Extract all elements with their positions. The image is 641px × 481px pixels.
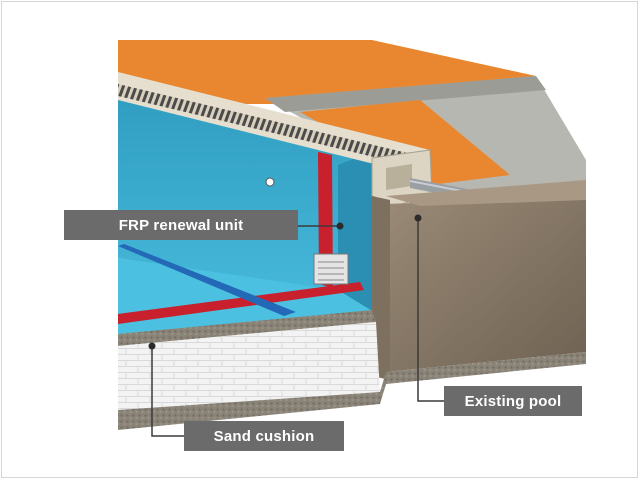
sand-cushion-layer bbox=[118, 310, 376, 346]
leader-frp-dot bbox=[336, 222, 344, 230]
drain-grate-icon bbox=[313, 253, 349, 285]
leader-existing bbox=[417, 218, 446, 402]
leader-sand-dot bbox=[148, 342, 156, 350]
substrate-layer bbox=[118, 322, 380, 410]
base-gravel bbox=[118, 352, 586, 430]
frp-renewal-unit-label: FRP renewal unit bbox=[64, 210, 298, 240]
existing-pool-label: Existing pool bbox=[444, 386, 582, 416]
inlet-fitting-icon bbox=[265, 177, 275, 187]
deck-orange-front bbox=[300, 100, 510, 185]
leader-existing-dot bbox=[414, 214, 422, 222]
existing-concrete-body bbox=[386, 196, 586, 372]
existing-concrete-top bbox=[386, 180, 586, 206]
blue-lane-line bbox=[118, 244, 296, 316]
leader-sand bbox=[151, 346, 186, 437]
sand-cushion-label: Sand cushion bbox=[184, 421, 344, 451]
red-floor-line bbox=[118, 282, 364, 324]
